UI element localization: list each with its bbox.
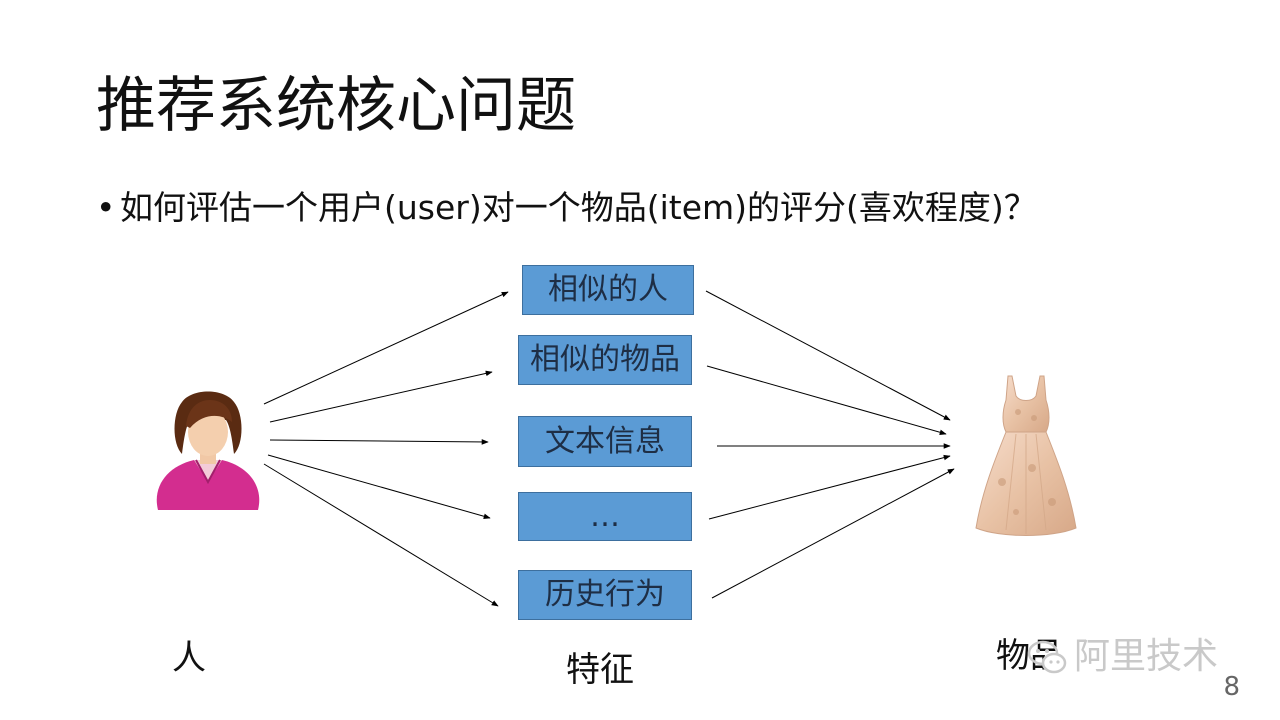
label-person: 人 xyxy=(172,638,206,678)
feature-box-text-info: 文本信息 xyxy=(518,416,692,467)
arrow-history-to-item xyxy=(711,468,955,599)
feature-box-similar-items: 相似的物品 xyxy=(518,335,692,385)
arrow-person-to-text-info xyxy=(269,439,489,445)
watermark: 阿里技术 xyxy=(1026,632,1218,682)
feature-box-similar-people: 相似的人 xyxy=(522,265,694,315)
label-features: 特征 xyxy=(566,650,634,690)
wechat-icon xyxy=(1027,640,1067,674)
bullet-text: 如何评估一个用户(user)对一个物品(item)的评分(喜欢程度)？ xyxy=(120,188,1037,227)
arrow-person-to-ellipsis xyxy=(267,454,491,519)
arrow-person-to-similar-items xyxy=(269,370,493,423)
arrow-person-to-similar-people xyxy=(263,291,509,405)
arrow-similar-items-to-item xyxy=(706,365,947,435)
bullet-marker: • xyxy=(96,188,116,227)
page-number: 8 xyxy=(1223,672,1240,702)
woman-user-icon xyxy=(156,391,260,510)
slide-title: 推荐系统核心问题 xyxy=(96,71,576,141)
feature-box-ellipsis: … xyxy=(518,492,692,541)
arrow-person-to-history xyxy=(263,463,499,607)
dress-icon xyxy=(975,375,1077,536)
feature-box-history: 历史行为 xyxy=(518,570,692,620)
watermark-text: 阿里技术 xyxy=(1074,636,1219,677)
bullet-item: •如何评估一个用户(user)对一个物品(item)的评分(喜欢程度)？ xyxy=(96,186,1037,230)
arrow-ellipsis-to-item xyxy=(708,454,951,520)
arrow-similar-people-to-item xyxy=(705,290,951,421)
